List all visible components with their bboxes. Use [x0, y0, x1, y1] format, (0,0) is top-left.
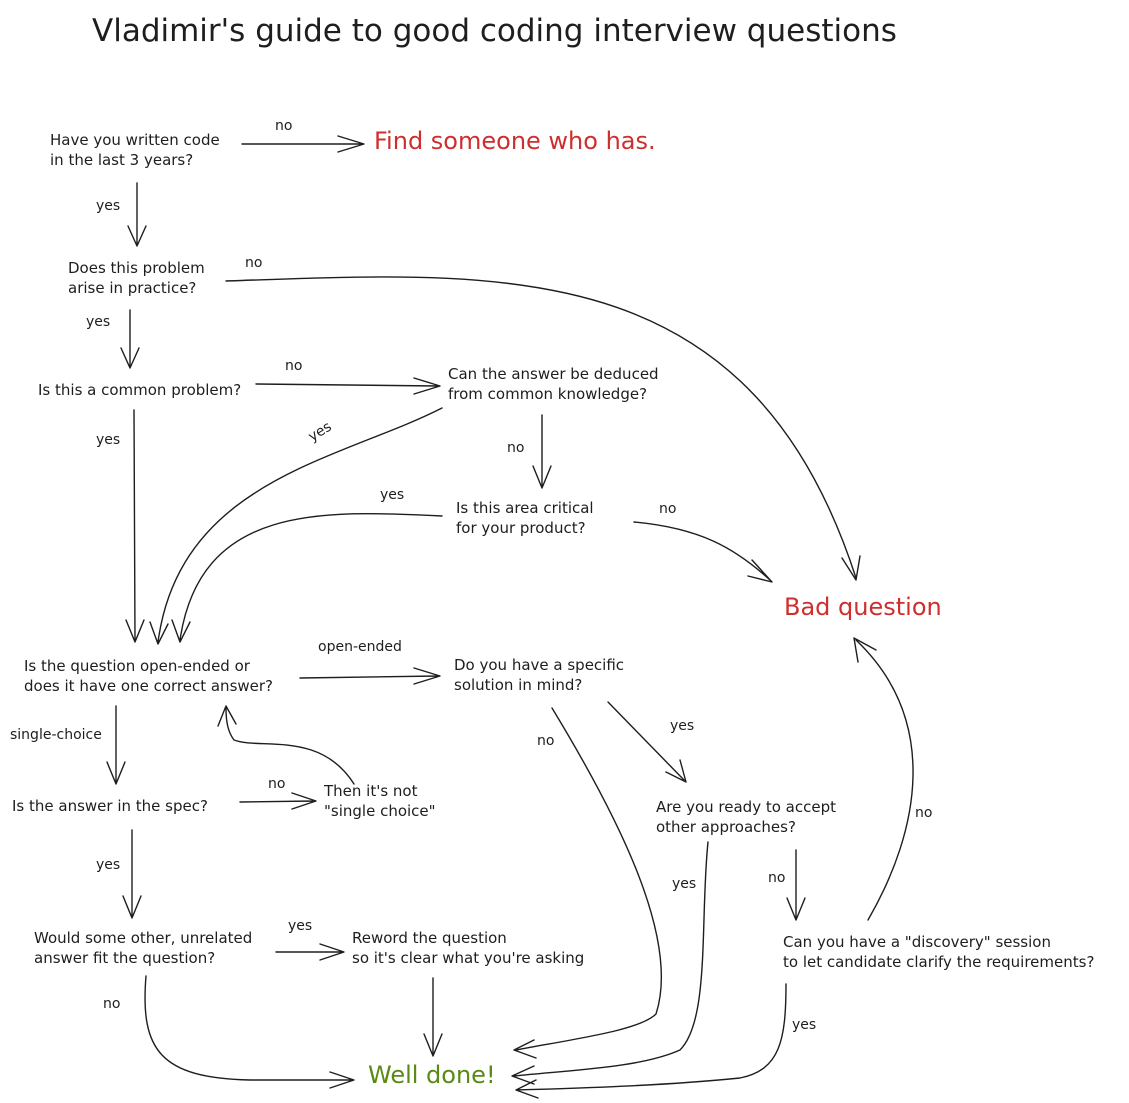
arrow-common-to-open — [125, 409, 145, 643]
label-common-yes: yes — [96, 432, 121, 448]
arrow-unrelated-to-reword — [275, 943, 345, 961]
page-title: Vladimir's guide to good coding intervie… — [92, 13, 897, 49]
arrow-discovery-to-welldone — [515, 983, 787, 1099]
label-discovery-no: no — [915, 805, 933, 821]
node-unrelated-answer: Would some other, unrelated answer fit t… — [34, 929, 253, 967]
node-discovery: Can you have a "discovery" session to le… — [783, 933, 1095, 971]
label-arise-yes: yes — [86, 314, 111, 330]
label-deduced-no: no — [507, 440, 525, 456]
node-reword: Reword the question so it's clear what y… — [352, 929, 585, 967]
label-specific-no: no — [537, 733, 555, 749]
label-written-yes: yes — [96, 198, 121, 214]
arrow-written-to-find — [241, 135, 365, 153]
arrow-ready-to-discovery — [786, 849, 806, 921]
label-open-ended: open-ended — [318, 639, 402, 655]
node-ready-accept: Are you ready to accept other approaches… — [656, 798, 836, 836]
arrow-common-to-deduced — [255, 377, 441, 395]
node-bad-question: Bad question — [784, 593, 942, 621]
node-open-ended: Is the question open-ended or does it ha… — [24, 657, 274, 695]
label-single-choice: single-choice — [10, 727, 102, 743]
label-spec-yes: yes — [96, 857, 121, 873]
arrow-written-to-arise — [127, 182, 147, 247]
arrow-spec-to-notsingle — [239, 792, 317, 810]
label-spec-no: no — [268, 776, 286, 792]
arrow-unrelated-to-welldone — [144, 975, 355, 1089]
label-common-no: no — [285, 358, 303, 374]
label-critical-no: no — [659, 501, 677, 517]
arrow-notsingle-to-open — [217, 705, 355, 785]
arrow-ready-to-welldone — [511, 841, 709, 1085]
arrow-reword-to-welldone — [423, 977, 443, 1057]
arrow-discovery-to-bad — [853, 637, 914, 921]
node-specific-solution: Do you have a specific solution in mind? — [454, 656, 625, 694]
node-deduced: Can the answer be deduced from common kn… — [448, 365, 659, 403]
label-arise-no: no — [245, 255, 263, 271]
label-specific-yes: yes — [670, 718, 695, 734]
arrow-arise-to-bad — [225, 276, 861, 581]
arrow-deduced-to-critical — [532, 414, 552, 489]
node-critical-area: Is this area critical for your product? — [456, 499, 594, 537]
label-ready-no: no — [768, 870, 786, 886]
label-written-no: no — [275, 118, 293, 134]
node-common-problem: Is this a common problem? — [38, 381, 242, 399]
arrow-specific-to-welldone — [513, 707, 663, 1059]
arrow-open-to-specific — [299, 667, 441, 685]
node-well-done: Well done! — [368, 1061, 496, 1089]
label-unrelated-no: no — [103, 996, 121, 1012]
label-ready-yes: yes — [672, 876, 697, 892]
arrow-open-to-spec — [106, 705, 126, 785]
arrow-critical-to-bad — [633, 521, 773, 583]
node-answer-in-spec: Is the answer in the spec? — [12, 797, 208, 815]
label-critical-yes: yes — [380, 487, 405, 503]
label-discovery-yes: yes — [792, 1017, 817, 1033]
node-not-single-choice: Then it's not "single choice" — [324, 782, 436, 820]
node-written-code: Have you written code in the last 3 year… — [50, 131, 220, 169]
arrow-arise-to-common — [120, 309, 140, 369]
arrow-specific-to-ready — [607, 701, 687, 783]
arrow-spec-to-unrelated — [122, 829, 142, 919]
arrow-deduced-to-open — [149, 407, 443, 645]
node-find-someone: Find someone who has. — [374, 127, 656, 155]
node-arise-practice: Does this problem arise in practice? — [68, 259, 205, 297]
arrow-critical-to-open — [171, 512, 443, 643]
label-unrelated-yes: yes — [288, 918, 313, 934]
